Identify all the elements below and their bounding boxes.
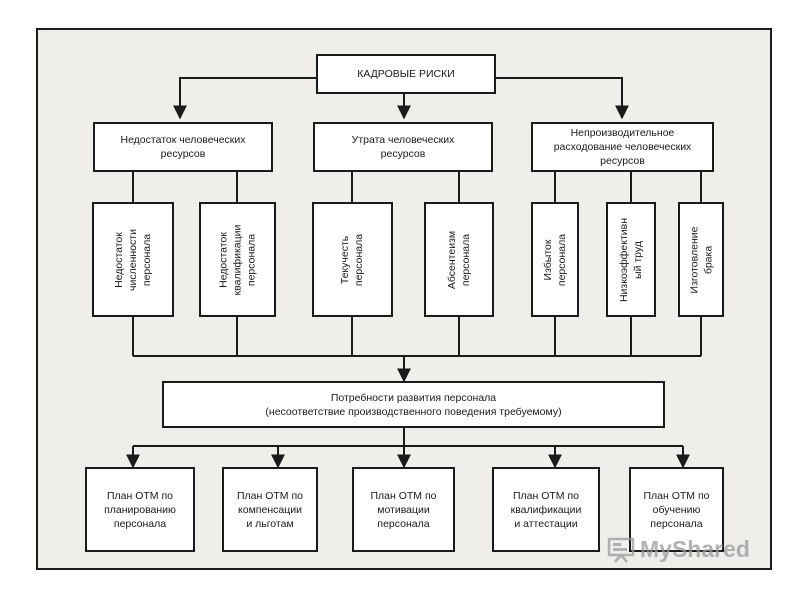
risk-low-efficiency-work: Низкоэффективн ый труд xyxy=(606,202,656,317)
watermark-text: MyShared xyxy=(640,536,750,562)
category-unproductive-use: Непроизводительное расходование человече… xyxy=(531,122,714,172)
category-label: Утрата человеческих ресурсов xyxy=(351,134,455,160)
root-box-personnel-risks: КАДРОВЫЕ РИСКИ xyxy=(316,54,496,94)
risk-staff-surplus: Избыток персонала xyxy=(531,202,579,317)
root-label: КАДРОВЫЕ РИСКИ xyxy=(357,68,455,80)
plan-box-training: План ОТМ по обучению персонала xyxy=(629,467,724,552)
needs-box: Потребности развития персонала (несоотве… xyxy=(162,381,665,428)
risk-label: Избыток персонала xyxy=(542,233,568,286)
category-lack-of-resources: Недостаток человеческих ресурсов xyxy=(93,122,273,172)
arrow-root-to-category-1 xyxy=(173,77,316,120)
plan-box-compensation: План ОТМ по компенсации и льготам xyxy=(222,467,318,552)
needs-label: Потребности развития персонала (несоотве… xyxy=(265,391,562,418)
plan-box-planning: План ОТМ по планированию персонала xyxy=(85,467,195,552)
risk-label: Изготовление брака xyxy=(688,226,715,293)
category-label: Непроизводительное расходование человече… xyxy=(553,127,692,167)
plan-label: План ОТМ по планированию персонала xyxy=(104,489,176,530)
category-label: Недостаток человеческих ресурсов xyxy=(120,134,246,160)
risk-absenteeism: Абсентеизм персонала xyxy=(424,202,494,317)
category-loss-of-resources: Утрата человеческих ресурсов xyxy=(313,122,493,172)
risk-turnover: Текучесть персонала xyxy=(312,202,393,317)
plan-label: План ОТМ по компенсации и льготам xyxy=(237,489,303,530)
risk-label: Низкоэффективн ый труд xyxy=(618,217,644,302)
arrow-root-to-category-3 xyxy=(496,77,629,120)
plan-label: План ОТМ по обучению персонала xyxy=(643,489,710,530)
risk-label: Недостаток квалификации персонала xyxy=(217,224,258,295)
risk-staff-shortage: Недостаток численности персонала xyxy=(92,202,174,317)
risk-label: Недостаток численности персонала xyxy=(112,228,153,291)
risk-label: Текучесть персонала xyxy=(339,233,366,286)
watermark: MyShared xyxy=(606,536,750,563)
plan-label: План ОТМ по мотивации персонала xyxy=(370,489,437,530)
plan-box-qualification: План ОТМ по квалификации и аттестации xyxy=(492,467,600,552)
risk-label: Абсентеизм персонала xyxy=(446,230,472,289)
presentation-board-icon xyxy=(607,537,635,563)
plan-label: План ОТМ по квалификации и аттестации xyxy=(510,489,582,530)
plan-box-motivation: План ОТМ по мотивации персонала xyxy=(352,467,455,552)
risk-qualification-shortage: Недостаток квалификации персонала xyxy=(199,202,276,317)
risk-defects: Изготовление брака xyxy=(678,202,724,317)
